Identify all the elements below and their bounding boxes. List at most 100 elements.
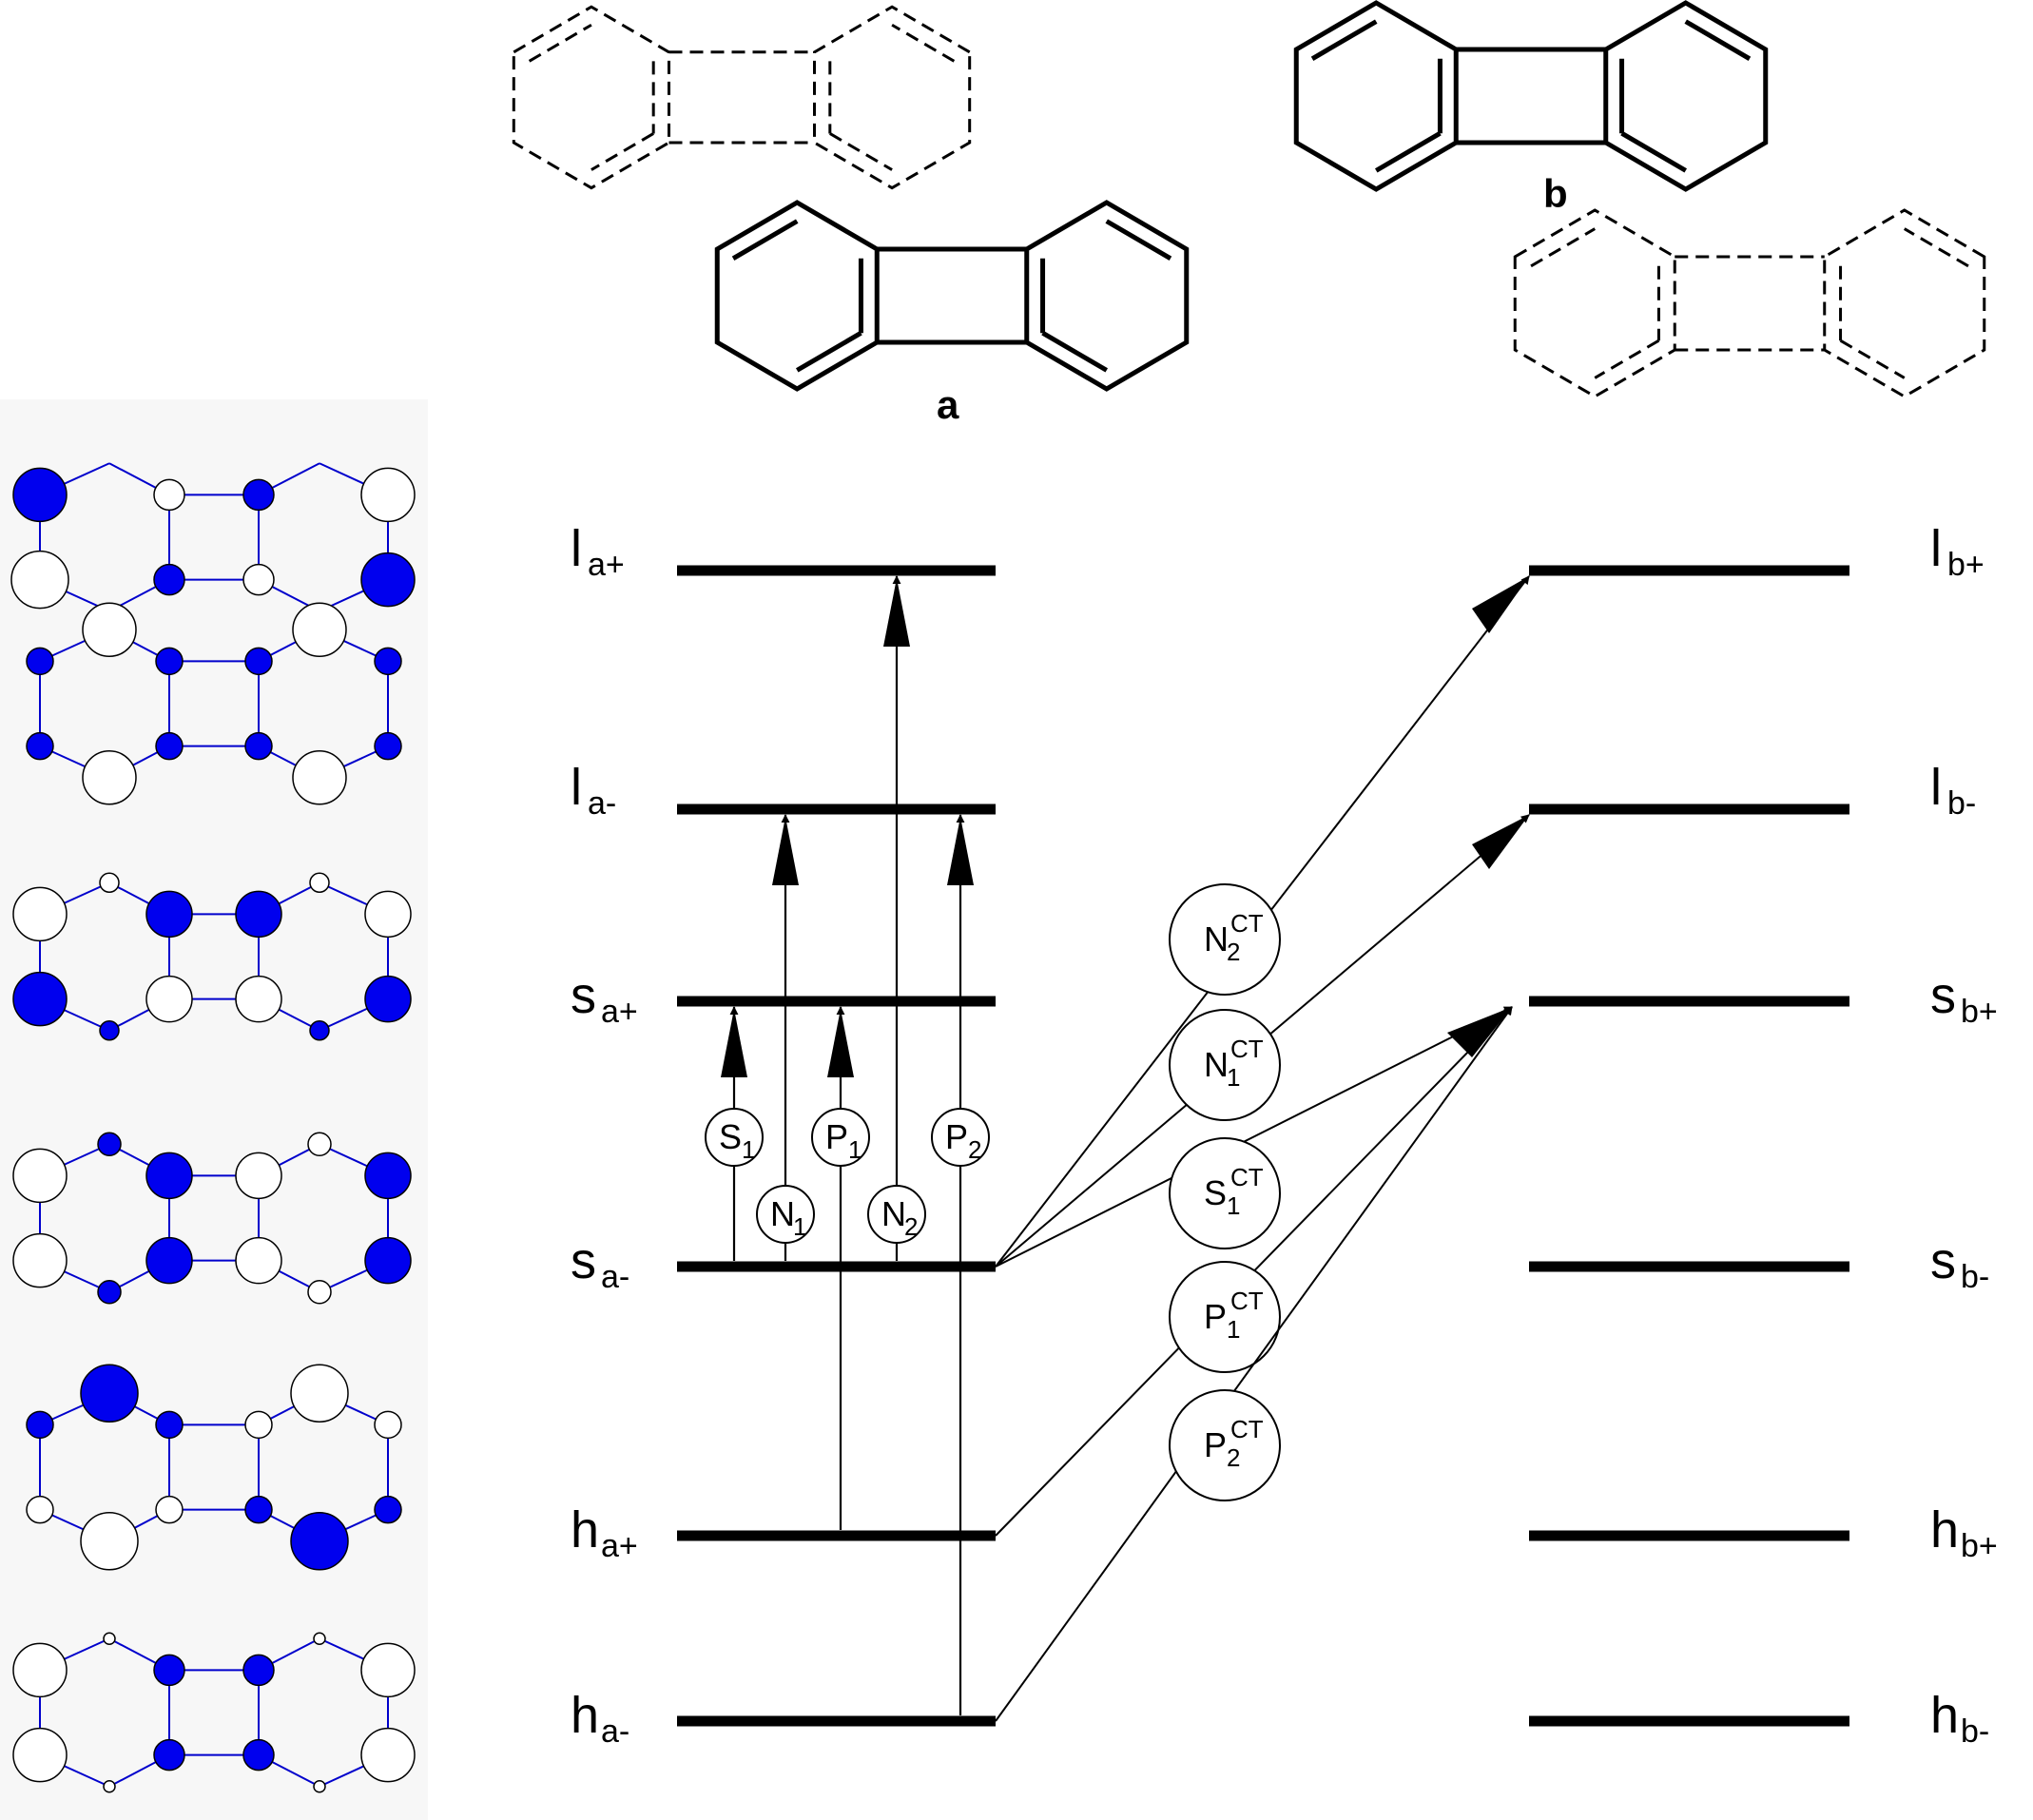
level-sublabel-ha_minus: a- [601,1714,629,1750]
excitation-N1-sub: 1 [793,1212,806,1241]
lobe-filled [153,563,185,596]
lobe-filled [364,975,412,1023]
lobe-empty [82,602,137,657]
excitation-N1-label: N [770,1194,795,1233]
lobe-filled [374,1495,402,1524]
excitation-P1-sub: 1 [848,1135,862,1164]
orbital-6 [12,1632,416,1793]
lobe-empty [12,1727,68,1783]
level-sublabel-lb_minus: b- [1947,785,1976,822]
level-label-hb_plus: h [1930,1501,1959,1559]
molecule-b-double-bond [1374,131,1442,173]
excitation-N2CT-circle [1169,883,1281,996]
excitation-P2CT-sup: CT [1230,1415,1264,1443]
level-label-sb_plus: s [1930,967,1956,1024]
lobe-empty [103,1632,116,1645]
lobe-filled [242,1738,275,1772]
excitation-N2-sub: 2 [904,1212,918,1241]
lobe-empty [242,563,275,596]
level-label-la_minus: l [571,759,582,816]
molecule-structures [512,0,1986,398]
orbital-panel [0,399,428,1820]
excitation-N1-circle [756,1185,815,1244]
molecule-a-double-bond [1041,331,1109,373]
lobe-empty [290,1364,349,1423]
excitation-P1-label: P [825,1117,848,1156]
excitation-N1CT-circle [1169,1009,1281,1121]
molecule-a-ring-left [714,200,880,392]
molecule-a-double-bond [1105,219,1172,261]
lobe-filled [360,552,416,608]
molecule-a-ghost-ring-right [813,5,972,190]
orbital-2 [26,602,402,805]
level-label-lb_minus: l [1930,759,1942,816]
lobe-filled [26,647,54,676]
excitation-P2-circle [931,1108,990,1167]
molecule-a-ghost-double-bond [528,23,592,63]
excitation-P2CT-label: P [1204,1425,1227,1464]
level-label-hb_minus: h [1930,1687,1959,1744]
excitation-P1-circle [811,1108,870,1167]
arrow-S1CT [995,1006,1513,1268]
ct-arrowhead-2 [1447,1007,1512,1057]
level-sublabel-hb_minus: b- [1961,1714,1989,1750]
excitation-P1CT-sup: CT [1230,1287,1264,1315]
molecule-a-ghost [512,5,972,190]
excitation-S1CT-sub: 1 [1227,1191,1240,1220]
lobe-filled [145,890,193,939]
lobe-filled [364,1152,412,1200]
ct-arrowhead-0 [1472,576,1529,633]
lobe-filled [26,1410,54,1440]
lobe-empty [235,1236,282,1285]
molecule-a-label: a [937,382,959,427]
molecule-b-ghost-double-bond [1594,339,1660,379]
molecule-b-ghost-ring-left [1513,208,1676,398]
excitation-N2CT-sup: CT [1230,909,1264,938]
excitation-S1-sub: 1 [742,1135,755,1164]
lobe-filled [244,647,273,676]
molecule-a-ghost-double-bond [591,132,654,171]
lobe-filled [97,1132,122,1156]
molecule-b-double-bond [1684,19,1752,61]
lobe-filled [145,1236,193,1285]
molecule-b-ring-left [1293,0,1459,192]
lobe-empty [235,1152,282,1200]
excitation-P2-label: P [945,1117,968,1156]
excitation-S1CT-sup: CT [1230,1163,1264,1191]
level-sublabel-lb_plus: b+ [1947,547,1985,583]
lobe-empty [360,1642,416,1698]
arrowhead-P1 [827,1009,854,1077]
level-sublabel-ha_plus: a+ [601,1528,638,1564]
excitation-N1CT-label: N [1204,1045,1229,1084]
orbital-4 [12,1132,412,1305]
excitation-N2-label: N [881,1194,906,1233]
lobe-filled [153,1738,185,1772]
level-sublabel-sb_plus: b+ [1961,994,1998,1030]
excitation-P1CT-circle [1169,1261,1281,1373]
molecule-a-ghost-double-bond [891,23,956,63]
lobe-empty [12,886,68,942]
lobe-empty [313,1632,326,1645]
level-label-ha_minus: h [571,1687,599,1744]
molecule-b-ghost-ring-right [1823,208,1986,398]
excitation-N2CT-label: N [1204,920,1229,958]
lobe-filled [290,1512,349,1571]
lobe-filled [309,1020,330,1041]
excitation-N1CT-sup: CT [1230,1035,1264,1063]
molecule-b [1293,0,1769,192]
lobe-filled [374,731,402,761]
molecule-a-double-bond [795,331,862,373]
level-label-sb_minus: s [1930,1232,1956,1289]
lobe-empty [309,872,330,893]
lobe-empty [374,1410,402,1440]
lobe-empty [307,1132,332,1156]
molecule-b-ghost-double-bond [1530,227,1597,268]
level-label-ha_plus: h [571,1501,599,1559]
excitation-P1CT-label: P [1204,1297,1227,1336]
arrowhead-N1 [772,817,799,885]
lobe-empty [244,1410,273,1440]
excitation-S1-label: S [719,1117,742,1156]
molecule-b-double-bond [1620,131,1688,173]
lobe-empty [307,1280,332,1305]
